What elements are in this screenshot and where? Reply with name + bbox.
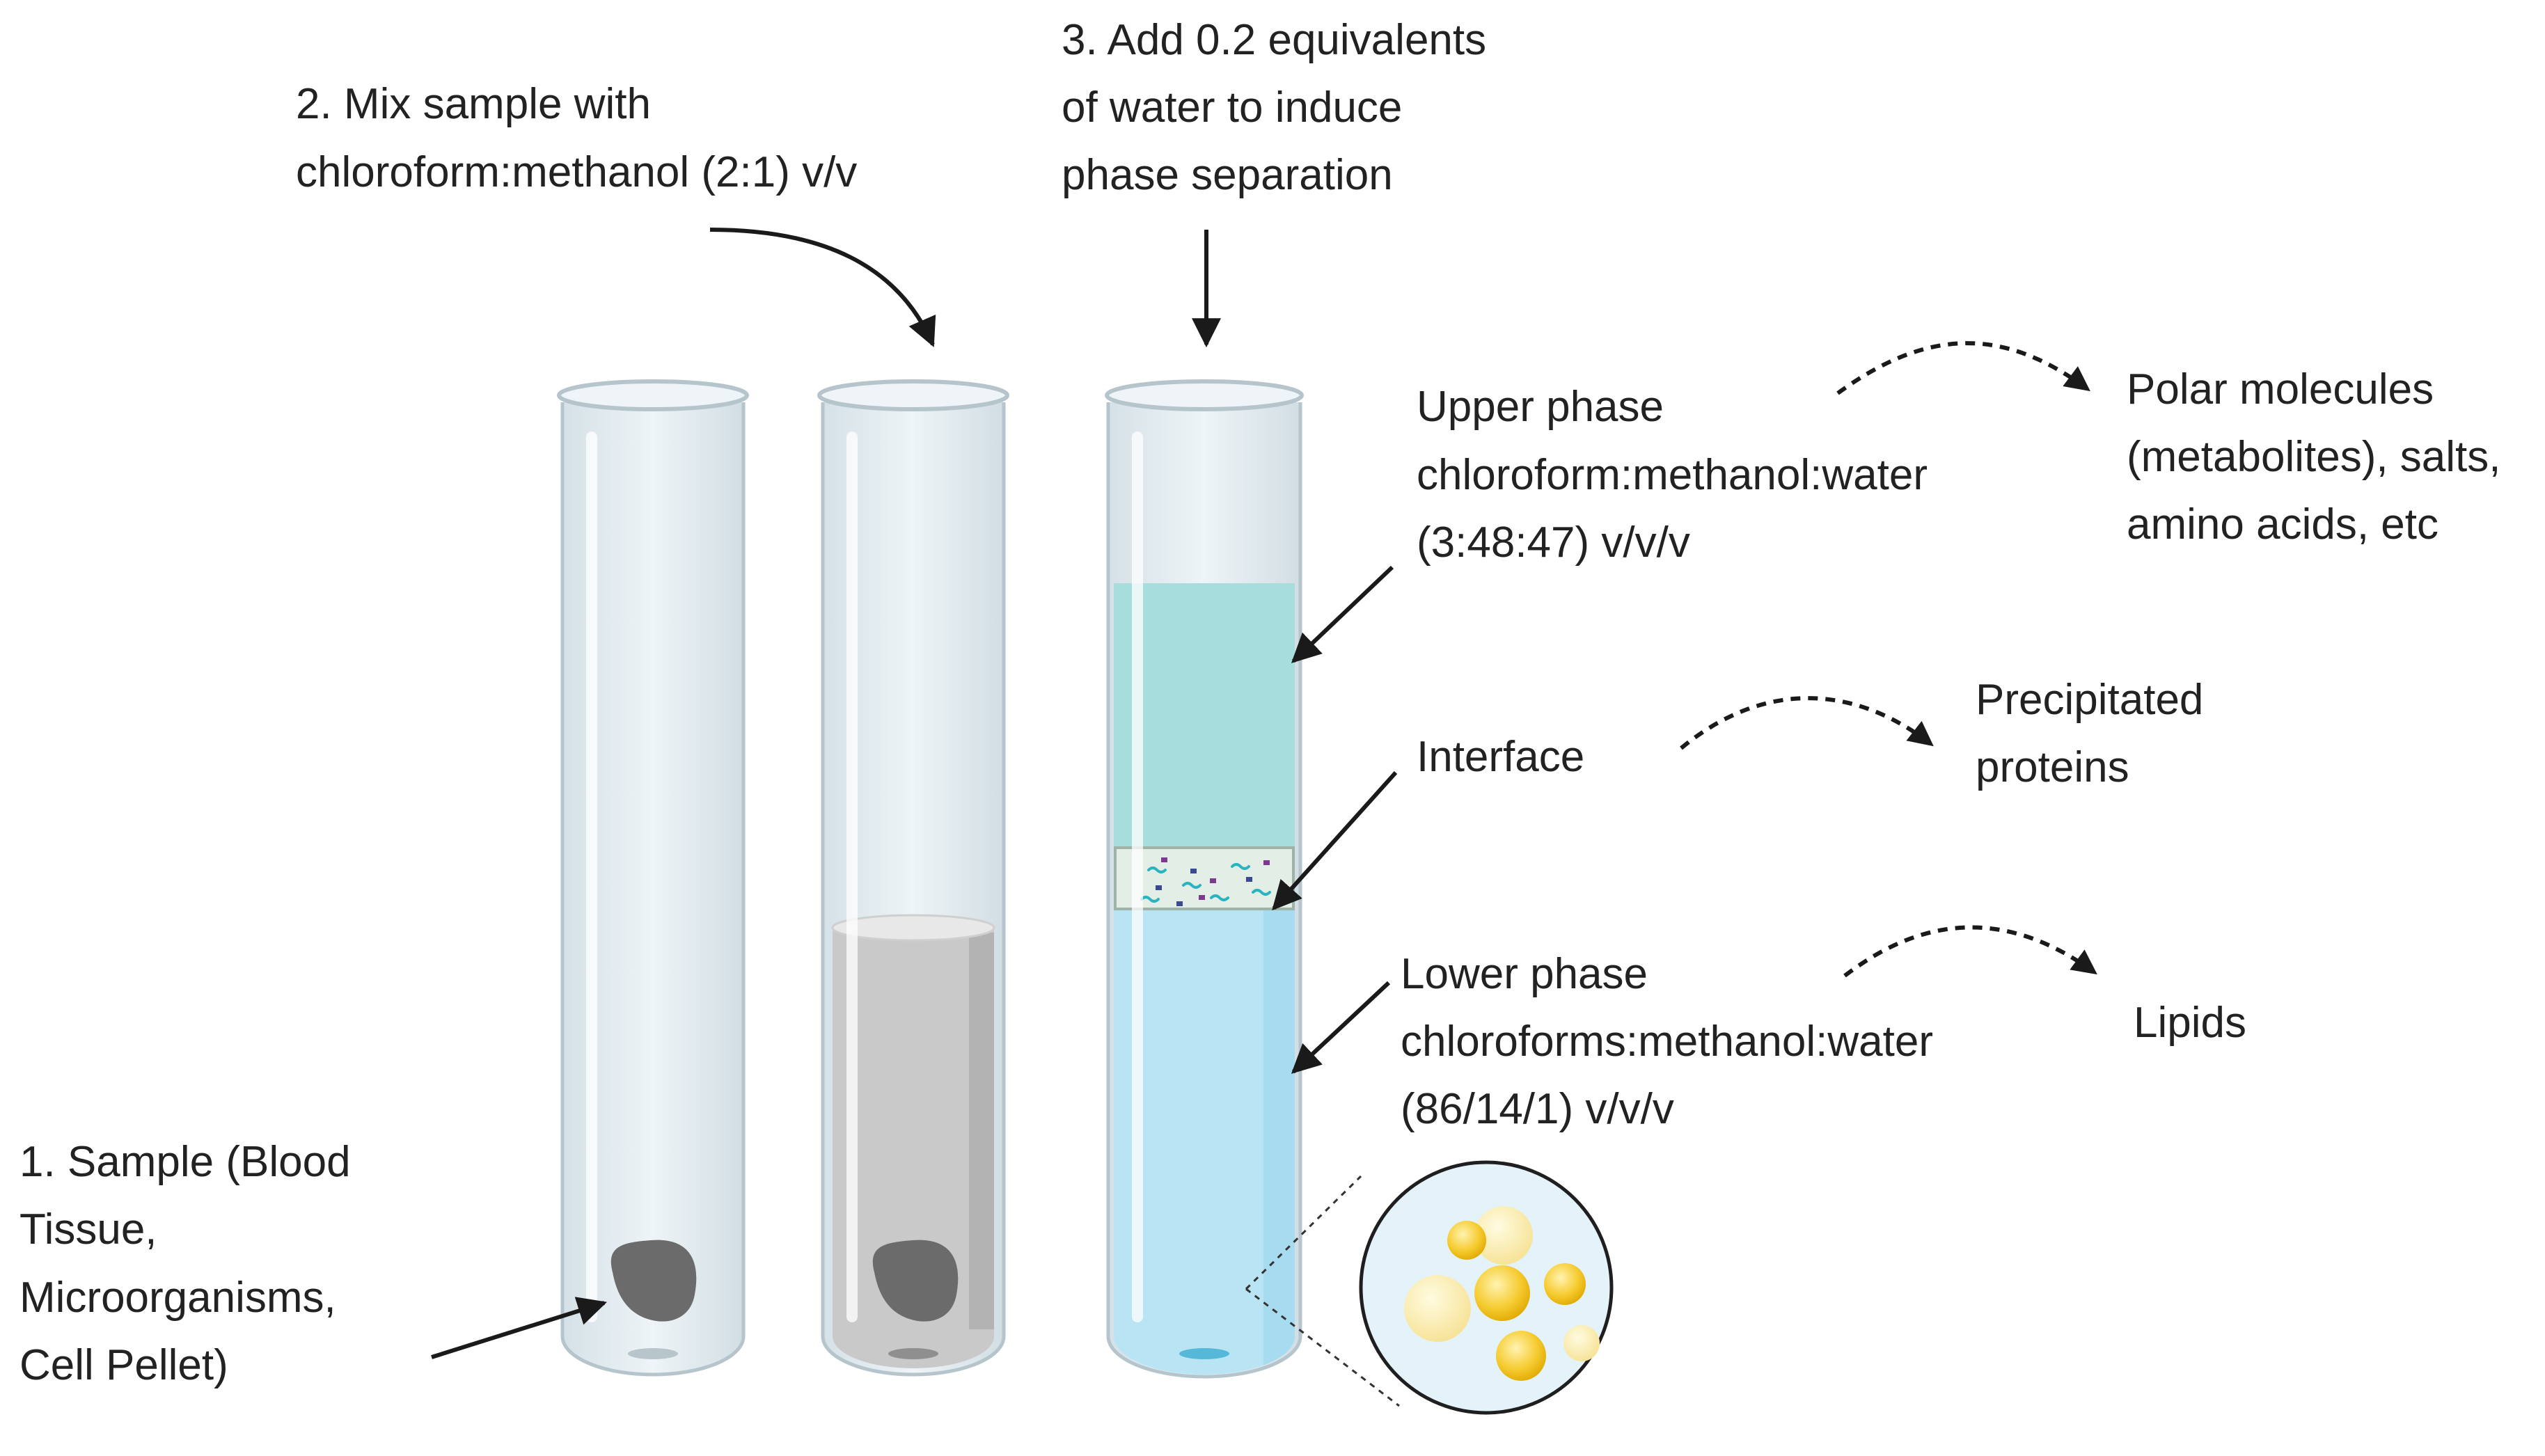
dashed-arrows [1680, 341, 2097, 978]
lipid-droplet [1544, 1263, 1586, 1305]
tube-2 [817, 379, 1009, 1377]
arrow-step1 [431, 1297, 608, 1359]
step1-label: 1. Sample (Blood Tissue, Microorganisms,… [19, 1138, 363, 1389]
sample-pellet [610, 1240, 697, 1322]
step3-label: 3. Add 0.2 equivalents of water to induc… [1062, 16, 1498, 199]
lipid-zoom-inset [1245, 1160, 1614, 1415]
lipid-droplet [1474, 1265, 1530, 1321]
arrows [431, 228, 1398, 1359]
upper-phase-label: Upper phase chloroform:methanol:water (3… [1417, 383, 1939, 567]
arrow-interface [1272, 770, 1398, 911]
interface-label: Interface [1417, 733, 1584, 781]
polar-molecules-label: Polar molecules (metabolites), salts, am… [2127, 365, 2513, 548]
dashed-arrow-polar [1836, 341, 2090, 395]
arrow-upper-phase [1291, 565, 1394, 663]
lipids-label: Lipids [2134, 999, 2246, 1047]
mix-pellet [872, 1240, 959, 1322]
dashed-arrow-lipids [1843, 925, 2097, 978]
lower-phase-label: Lower phase chloroforms:methanol:water (… [1401, 950, 1945, 1133]
tube-1 [557, 379, 749, 1377]
protein-dots [1156, 857, 1270, 906]
dashed-arrow-proteins [1680, 696, 1934, 750]
tube-3 [1105, 379, 1304, 1379]
lipid-droplet [1563, 1325, 1600, 1361]
arrow-lower-phase [1291, 981, 1391, 1074]
lipid-droplet [1474, 1206, 1533, 1265]
lipid-droplet [1404, 1275, 1471, 1342]
protein-particles [1140, 863, 1271, 903]
lipid-droplet [1447, 1221, 1486, 1260]
lipid-droplet [1496, 1331, 1546, 1381]
arrow-step2 [709, 228, 936, 347]
upper-phase-layer [1114, 583, 1295, 849]
step2-label: 2. Mix sample with chloroform:methanol (… [296, 80, 857, 196]
precipitated-proteins-label: Precipitated proteins [1976, 676, 2216, 791]
